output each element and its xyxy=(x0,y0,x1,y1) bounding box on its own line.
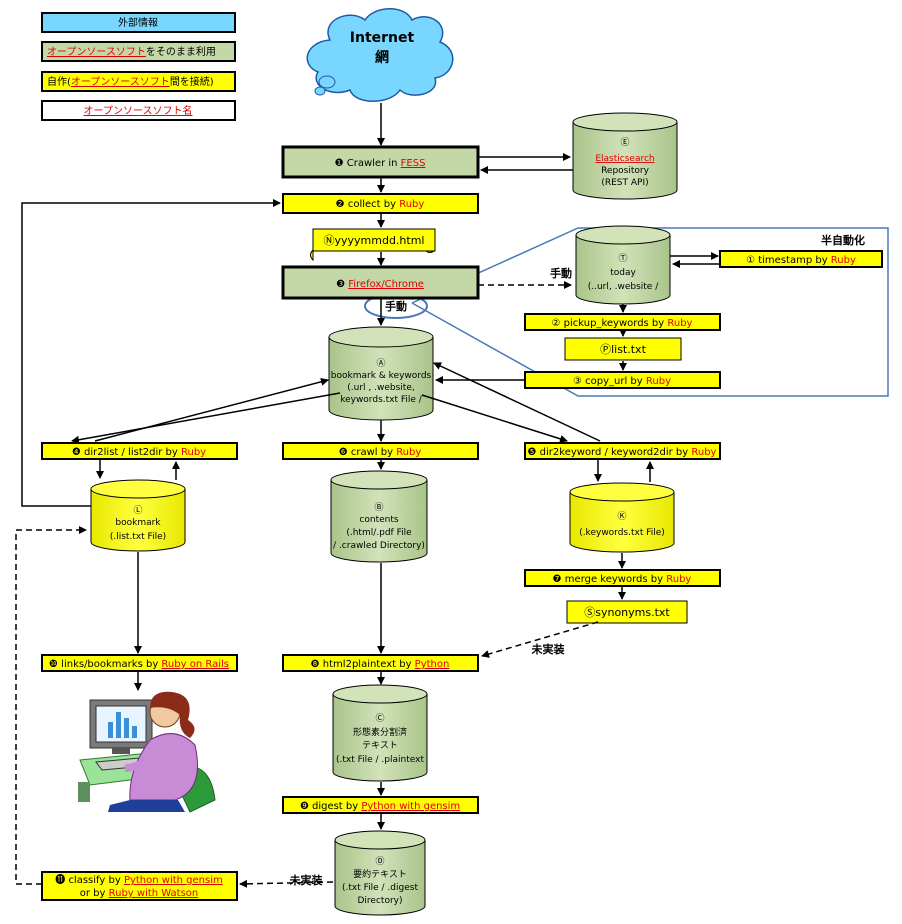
svg-text:(.txt File / .plaintext: (.txt File / .plaintext xyxy=(336,755,424,765)
legend: 外部情報 オープンソースソフトをそのまま利用 自作(オープンソースソフト間を接続… xyxy=(41,12,236,121)
svg-text:(.list.txt File): (.list.txt File) xyxy=(110,532,166,542)
manual-label-2: 手動 xyxy=(385,299,407,313)
svg-text:bookmark: bookmark xyxy=(115,518,161,528)
svg-text:Ⓣ: Ⓣ xyxy=(618,253,627,264)
svg-text:(..url, .website /: (..url, .website / xyxy=(588,282,659,292)
svg-text:Ⓐ: Ⓐ xyxy=(376,358,385,369)
svg-text:③ copy_url by Ruby: ③ copy_url by Ruby xyxy=(573,376,671,387)
node-copyurl: ③ copy_url by Ruby xyxy=(524,371,721,389)
svg-text:❸ Firefox/Chrome: ❸ Firefox/Chrome xyxy=(336,279,424,290)
db-bookmark-keywords: Ⓐ bookmark & keywords (.url , .website, … xyxy=(328,326,434,421)
svg-text:Ⓛ: Ⓛ xyxy=(133,505,142,516)
semi-auto-label: 半自動化 xyxy=(821,233,865,247)
svg-text:Ⓔ: Ⓔ xyxy=(620,137,629,148)
db-morph-text: Ⓒ 形態素分割済 テキスト (.txt File / .plaintext xyxy=(332,684,428,782)
svg-text:❷ collect by Ruby: ❷ collect by Ruby xyxy=(336,199,425,210)
svg-text:Ⓚ: Ⓚ xyxy=(617,511,626,522)
svg-text:❺ dir2keyword / keyword2dir by: ❺ dir2keyword / keyword2dir by Ruby xyxy=(528,447,717,458)
svg-text:today: today xyxy=(610,268,636,278)
cloud-title: Internet xyxy=(350,30,415,46)
svg-text:テキスト: テキスト xyxy=(362,740,398,751)
node-links: ❿ links/bookmarks by Ruby on Rails xyxy=(41,654,238,672)
svg-text:(.html/.pdf File: (.html/.pdf File xyxy=(346,528,412,538)
internet-cloud: Internet 網 xyxy=(306,8,454,102)
db-keywords: Ⓚ (.keywords.txt File) xyxy=(569,482,675,553)
node-pickup: ② pickup_keywords by Ruby xyxy=(524,313,721,331)
db-elasticsearch: Ⓔ Elasticsearch Repository (REST API) xyxy=(572,112,678,200)
node-dir2list: ❹ dir2list / list2dir by Ruby xyxy=(41,442,238,460)
svg-text:or by Ruby with Watson: or by Ruby with Watson xyxy=(80,888,199,899)
svg-text:(.txt File / .digest: (.txt File / .digest xyxy=(342,883,418,893)
svg-text:bookmark & keywords: bookmark & keywords xyxy=(331,371,432,381)
node-plist-file: Ⓟlist.txt xyxy=(564,337,682,361)
db-summary: Ⓓ 要約テキスト (.txt File / .digest Directory) xyxy=(334,830,426,916)
svg-text:② pickup_keywords by Ruby: ② pickup_keywords by Ruby xyxy=(552,318,693,329)
svg-text:Ⓑ: Ⓑ xyxy=(374,502,383,513)
node-merge: ❼ merge keywords by Ruby xyxy=(524,569,721,587)
legend-oss-name-box xyxy=(41,100,236,121)
svg-text:(.url , .website,: (.url , .website, xyxy=(347,383,414,393)
svg-text:❾ digest by Python with gensim: ❾ digest by Python with gensim xyxy=(300,801,460,812)
svg-text:形態素分割済: 形態素分割済 xyxy=(353,726,407,738)
svg-text:Ⓒ: Ⓒ xyxy=(375,713,384,724)
db-contents: Ⓑ contents (.html/.pdf File / .crawled D… xyxy=(330,470,428,563)
node-crawler: ❶ Crawler in FESS xyxy=(281,145,480,179)
svg-text:contents: contents xyxy=(359,515,398,525)
svg-text:① timestamp by Ruby: ① timestamp by Ruby xyxy=(746,255,856,266)
node-collect: ❷ collect by Ruby xyxy=(282,193,479,214)
svg-text:❻ crawl by Ruby: ❻ crawl by Ruby xyxy=(339,447,422,458)
svg-text:❽ html2plaintext by Python: ❽ html2plaintext by Python xyxy=(311,659,450,670)
svg-text:Elasticsearch: Elasticsearch xyxy=(595,154,654,164)
svg-text:Ⓢsynonyms.txt: Ⓢsynonyms.txt xyxy=(584,606,670,619)
svg-text:⓫ classify by Python with gens: ⓫ classify by Python with gensim xyxy=(55,874,223,886)
svg-text:Repository: Repository xyxy=(601,166,650,176)
svg-text:keywords.txt File /: keywords.txt File / xyxy=(340,395,423,405)
arrows xyxy=(15,103,720,888)
legend-oss-as-is-box xyxy=(41,41,236,62)
node-digest: ❾ digest by Python with gensim xyxy=(282,796,479,814)
svg-text:(.keywords.txt File): (.keywords.txt File) xyxy=(579,528,665,538)
svg-text:Ⓟlist.txt: Ⓟlist.txt xyxy=(600,343,646,356)
node-crawl: ❻ crawl by Ruby xyxy=(282,442,479,460)
node-firefox: ❸ Firefox/Chrome xyxy=(281,265,480,300)
unimplemented-label-2: 未実装 xyxy=(289,873,323,887)
svg-text:❶ Crawler in FESS: ❶ Crawler in FESS xyxy=(335,158,426,169)
manual-label-1: 手動 xyxy=(550,266,572,280)
svg-text:❿ links/bookmarks by Ruby on R: ❿ links/bookmarks by Ruby on Rails xyxy=(49,659,229,670)
db-today: Ⓣ today (..url, .website / xyxy=(575,225,671,305)
person-at-computer-illustration xyxy=(78,691,216,813)
svg-text:/ .crawled Directory): / .crawled Directory) xyxy=(333,541,425,551)
svg-text:Directory): Directory) xyxy=(358,896,403,906)
node-html2plain: ❽ html2plaintext by Python xyxy=(282,654,479,672)
legend-selfmade-text: 自作(オープンソースソフト間を接続) xyxy=(47,75,214,88)
legend-oss-as-is-text: オープンソースソフトをそのまま利用 xyxy=(47,46,216,58)
node-dir2keyword: ❺ dir2keyword / keyword2dir by Ruby xyxy=(524,442,721,460)
unimplemented-label-1: 未実装 xyxy=(531,642,565,656)
node-classify: ⓫ classify by Python with gensim or by R… xyxy=(41,871,238,901)
svg-text:Ⓝyyyymmdd.html: Ⓝyyyymmdd.html xyxy=(324,234,425,247)
node-timestamp: ① timestamp by Ruby xyxy=(719,250,883,268)
svg-text:❼ merge keywords by Ruby: ❼ merge keywords by Ruby xyxy=(553,574,692,585)
svg-text:Ⓓ: Ⓓ xyxy=(375,856,384,867)
legend-external-text: 外部情報 xyxy=(118,16,158,29)
node-ndate-file: Ⓝyyyymmdd.html xyxy=(310,228,436,262)
db-bookmark: Ⓛ bookmark (.list.txt File) xyxy=(90,479,186,552)
legend-external-box xyxy=(41,12,236,33)
legend-selfmade-box xyxy=(41,71,236,92)
svg-text:(REST API): (REST API) xyxy=(601,178,648,188)
legend-oss-name-text: オープンソースソフト名 xyxy=(84,104,193,117)
node-synonyms-file: Ⓢsynonyms.txt xyxy=(566,600,688,624)
cloud-subtitle: 網 xyxy=(375,49,389,66)
svg-text:要約テキスト: 要約テキスト xyxy=(353,868,407,880)
svg-text:❹ dir2list / list2dir by Ruby: ❹ dir2list / list2dir by Ruby xyxy=(72,447,206,458)
